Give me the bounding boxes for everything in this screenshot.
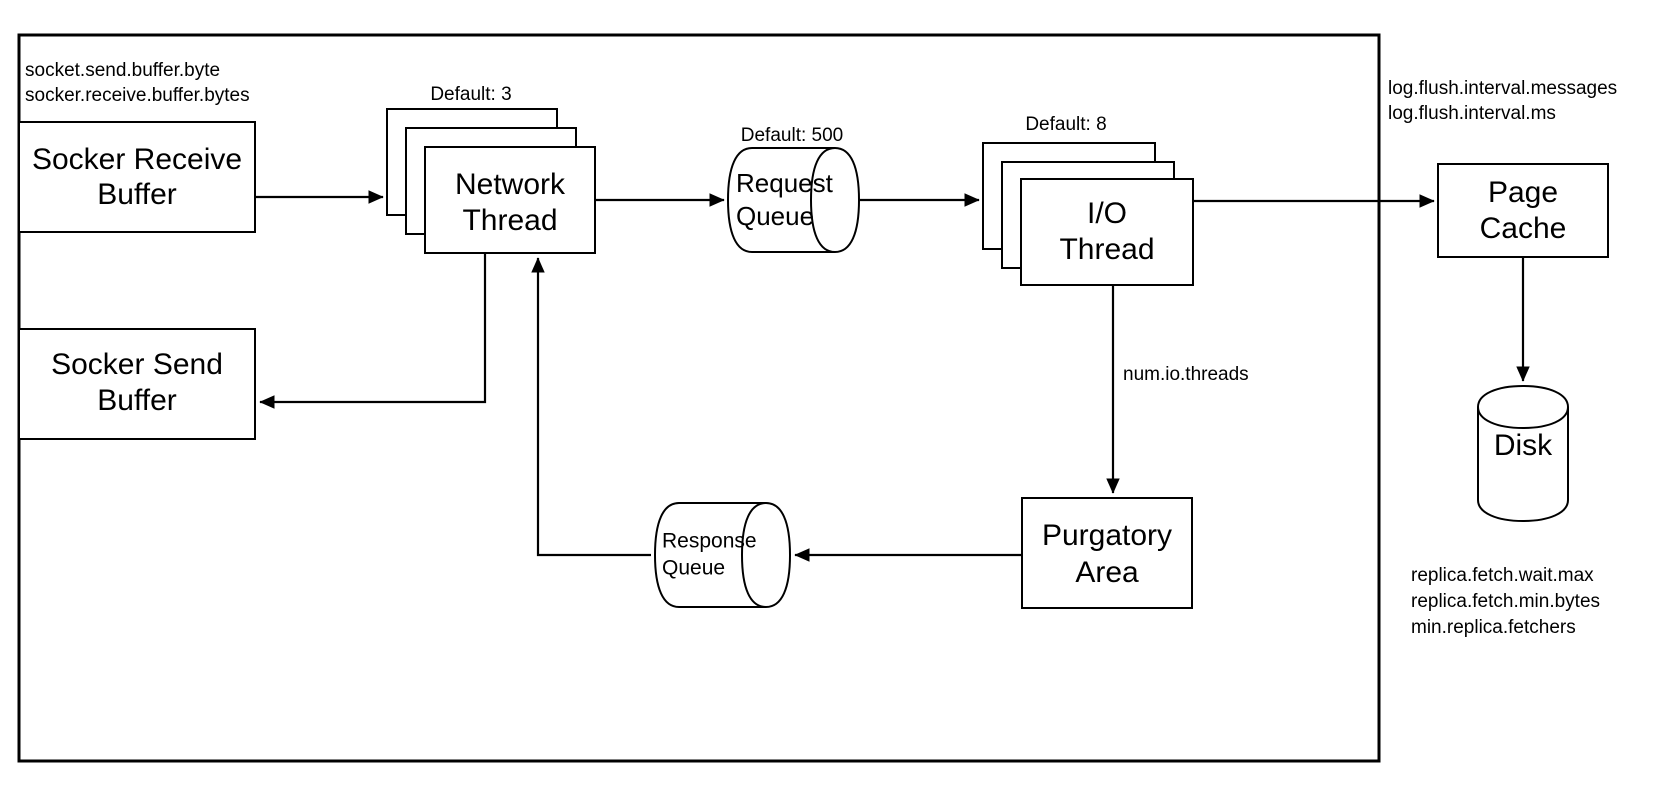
node-page-cache[interactable]: Page Cache [1437,163,1609,258]
config-socket-send-buffer-byte: socket.send.buffer.byte [25,60,220,81]
purgatory-area-box [1021,497,1193,609]
config-label-replica-fetch: replica.fetch.wait.max replica.fetch.min… [1411,565,1600,638]
socket-send-buffer-box [18,328,256,440]
node-socket-receive-buffer[interactable]: Socker Receive Buffer [18,121,256,233]
node-network-thread[interactable]: Network Thread [386,108,596,254]
response-queue-label-line2: Queue [662,557,725,580]
socket-send-buffer-label-line2: Buffer [97,384,177,417]
io-thread-label-line1: I/O [1087,197,1127,230]
page-cache-label-line1: Page [1488,176,1558,209]
config-replica-fetch-wait-max: replica.fetch.wait.max [1411,565,1594,586]
purgatory-area-label-line1: Purgatory [1042,519,1172,552]
network-thread-box [424,146,596,254]
response-queue-cylinder-cap [740,502,767,608]
config-label-socket-buffer: socket.send.buffer.byte socker.receive.b… [25,60,250,106]
node-disk[interactable]: Disk [1477,384,1569,523]
response-queue-cylinder-body [653,502,792,608]
config-log-flush-interval-ms: log.flush.interval.ms [1388,103,1556,124]
config-replica-fetch-min-bytes: replica.fetch.min.bytes [1411,591,1600,612]
network-thread-label-line2: Thread [462,204,557,237]
config-num-io-threads: num.io.threads [1123,364,1249,385]
network-thread-label-line1: Network [455,168,566,201]
node-purgatory-area[interactable]: Purgatory Area [1021,497,1193,609]
disk-cylinder-cap [1477,406,1569,430]
edge-response-queue-to-network-thread [531,257,651,557]
request-queue-label-line1: Request [736,168,834,198]
response-queue-label-line1: Response [662,530,757,553]
config-min-replica-fetchers: min.replica.fetchers [1411,617,1576,638]
node-socket-send-buffer[interactable]: Socker Send Buffer [18,328,256,440]
caption-request-queue-default: Default: 500 [741,125,843,146]
node-request-queue[interactable]: Request Queue [726,147,861,253]
purgatory-area-label-line2: Area [1075,556,1139,589]
request-queue-cylinder-cap [809,147,836,253]
page-cache-label-line2: Cache [1480,212,1567,245]
socket-receive-buffer-label-line2: Buffer [97,178,177,211]
node-response-queue[interactable]: Response Queue [653,502,792,608]
config-log-flush-interval-messages: log.flush.interval.messages [1388,78,1617,99]
disk-label: Disk [1494,429,1553,462]
io-thread-label-line2: Thread [1059,233,1154,266]
page-cache-box [1437,163,1609,258]
socket-send-buffer-label-line1: Socker Send [51,348,223,381]
socket-receive-buffer-label-line1: Socker Receive [32,143,242,176]
caption-io-thread-default: Default: 8 [1025,114,1106,135]
request-queue-label-line2: Queue [736,201,814,231]
caption-network-thread-default: Default: 3 [430,84,511,105]
io-thread-box [1020,178,1194,286]
edge-network-thread-to-send-buffer [259,254,487,409]
config-label-log-flush: log.flush.interval.messages log.flush.in… [1388,78,1617,124]
socket-receive-buffer-box [18,121,256,233]
config-socket-receive-buffer-bytes: socker.receive.buffer.bytes [25,85,250,106]
node-io-thread[interactable]: I/O Thread [982,142,1194,286]
